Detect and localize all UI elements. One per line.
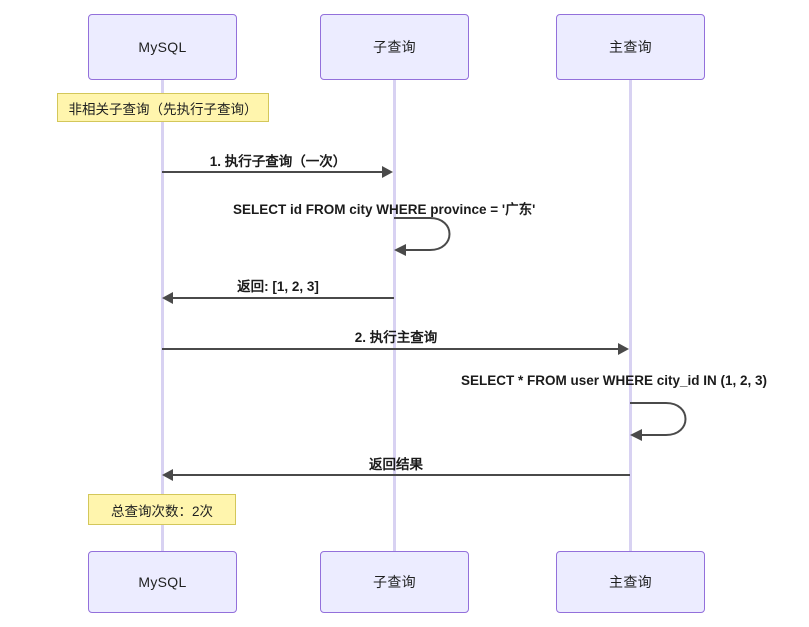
participant-label-mysql-top: MySQL xyxy=(138,39,187,55)
participant-label-subquery-bottom: 子查询 xyxy=(373,574,416,590)
message-3-sql-label: SELECT * FROM user WHERE city_id IN (1, … xyxy=(461,373,768,388)
message-4-line xyxy=(173,474,630,476)
message-3-line xyxy=(162,348,619,350)
note-top-label: 非相关子查询（先执行子查询） xyxy=(68,101,258,117)
participant-box-mysql-bottom[interactable]: MySQL xyxy=(88,551,237,613)
message-1-label: 1. 执行子查询（一次） xyxy=(209,154,347,169)
message-1-sql-label: SELECT id FROM city WHERE province = '广东… xyxy=(233,202,536,217)
note-bottom-label: 总查询次数：2次 xyxy=(110,503,213,519)
message-4-arrowhead xyxy=(162,469,173,481)
message-2-label: 返回: [1, 2, 3] xyxy=(237,279,319,294)
message-1-line xyxy=(162,171,383,173)
note-total-query-count: 总查询次数：2次 xyxy=(88,494,236,525)
participant-box-subquery-bottom[interactable]: 子查询 xyxy=(320,551,469,613)
lifeline-mainquery xyxy=(629,80,632,553)
message-2-line xyxy=(173,297,394,299)
lifeline-mysql xyxy=(161,80,164,553)
self-call-loop-mainquery xyxy=(630,402,687,441)
message-3-label: 2. 执行主查询 xyxy=(354,330,438,345)
message-4-label: 返回结果 xyxy=(369,457,423,472)
self-call-loop-subquery xyxy=(394,217,451,256)
note-non-correlated-subquery: 非相关子查询（先执行子查询） xyxy=(57,93,269,122)
participant-box-subquery-top[interactable]: 子查询 xyxy=(320,14,469,80)
lifeline-subquery xyxy=(393,80,396,553)
participant-box-mainquery-bottom[interactable]: 主查询 xyxy=(556,551,705,613)
message-3-arrowhead xyxy=(618,343,629,355)
message-2-arrowhead xyxy=(162,292,173,304)
participant-label-mysql-bottom: MySQL xyxy=(138,574,187,590)
participant-box-mysql-top[interactable]: MySQL xyxy=(88,14,237,80)
participant-box-mainquery-top[interactable]: 主查询 xyxy=(556,14,705,80)
message-1-arrowhead xyxy=(382,166,393,178)
participant-label-subquery-top: 子查询 xyxy=(373,39,416,55)
participant-label-mainquery-bottom: 主查询 xyxy=(609,574,652,590)
participant-label-mainquery-top: 主查询 xyxy=(609,39,652,55)
